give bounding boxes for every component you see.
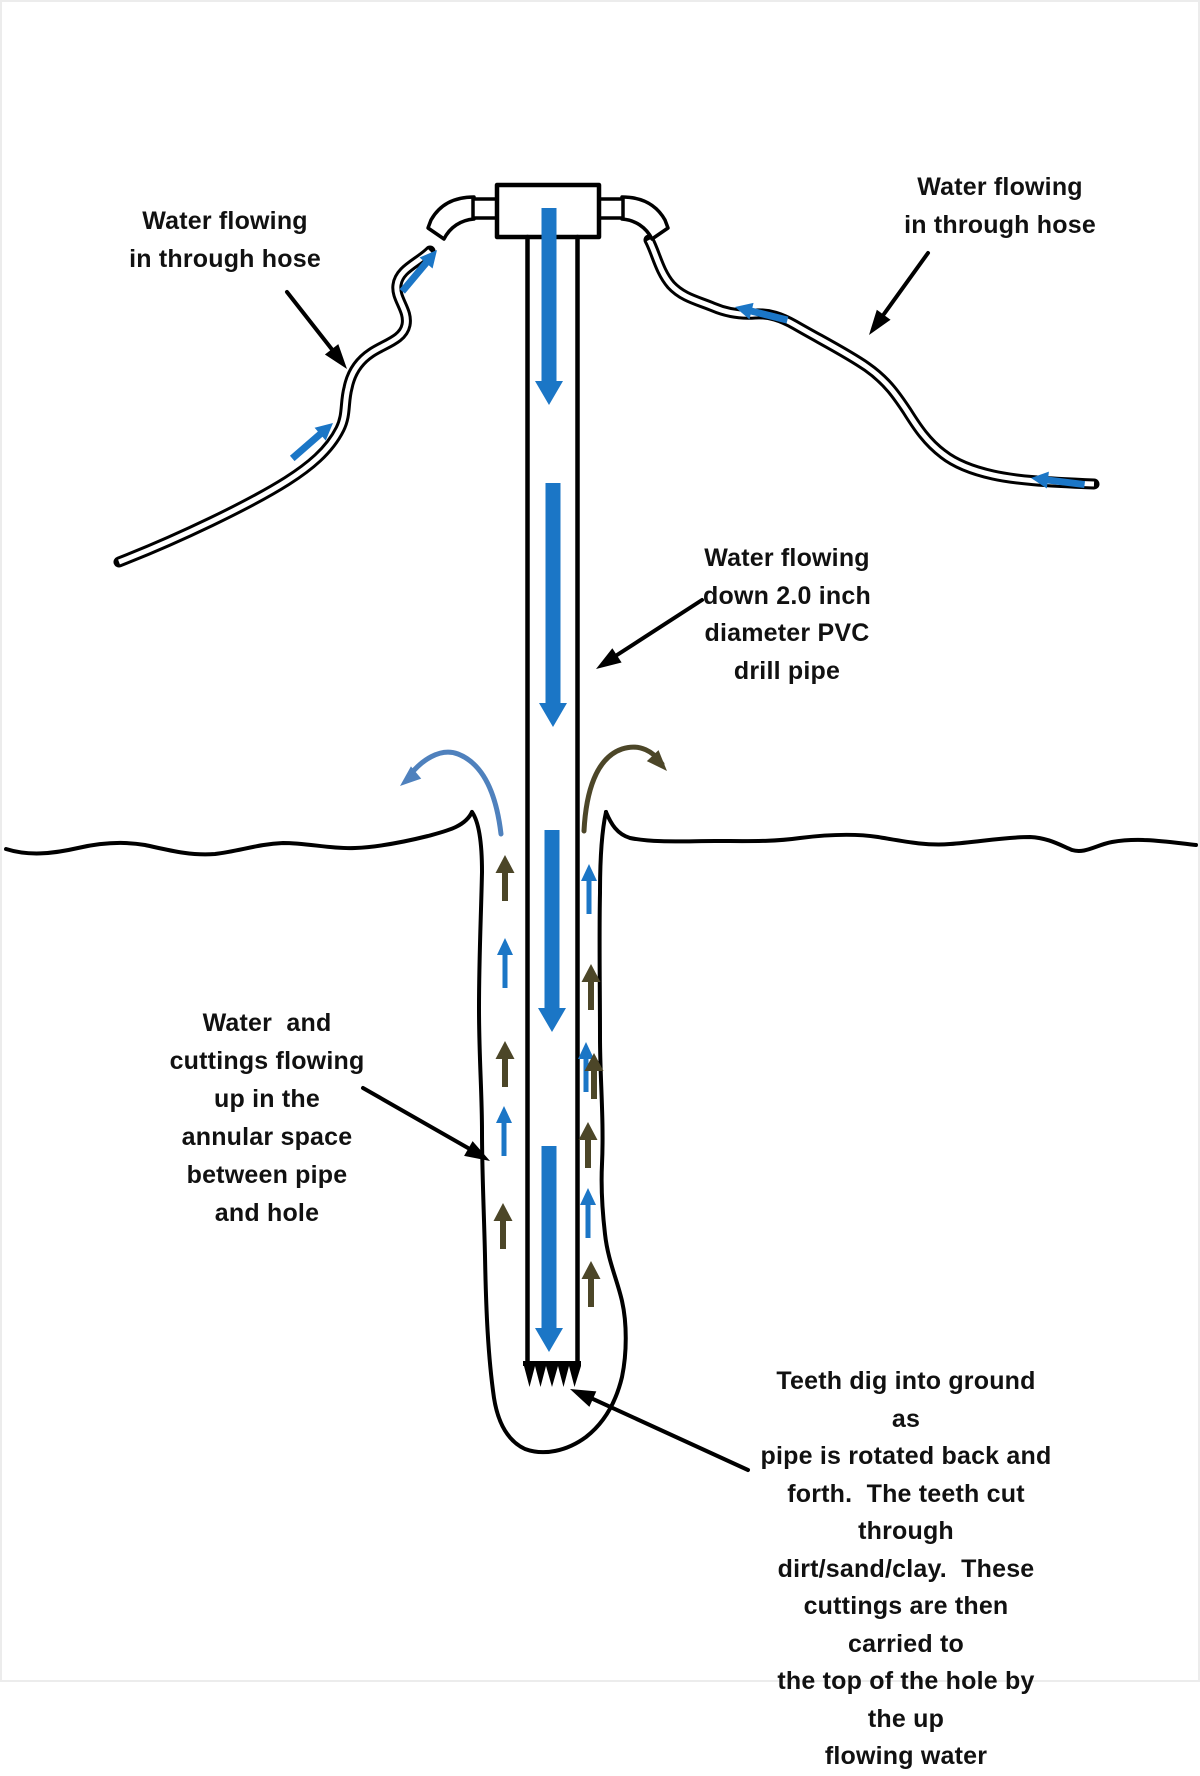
pipe-down-arrow xyxy=(538,830,566,1032)
page-background xyxy=(0,0,1200,1682)
pipe-down-arrow xyxy=(535,1146,563,1352)
ink-lines xyxy=(4,234,1198,1455)
annotation-line-drill-pipe xyxy=(615,598,704,657)
hose-flow-arrow xyxy=(289,423,333,462)
elbow-right xyxy=(620,195,670,241)
cuttings-overflow-arc-head xyxy=(646,750,667,771)
cuttings-overflow-arc xyxy=(581,744,665,834)
hose-flow-arrow xyxy=(1031,471,1086,489)
ground-line-right xyxy=(604,810,1198,853)
hose-left-outer xyxy=(113,245,436,568)
hose-right-label: Water flowing in through hose xyxy=(904,173,1096,239)
water-flow-arrows xyxy=(289,208,1086,1352)
annotation-line-teeth xyxy=(591,1397,750,1472)
annular-space-label: Water and cuttings flowing up in the ann… xyxy=(169,1009,365,1227)
drill-pipe-label: Water flowing down 2.0 inch diameter PVC… xyxy=(703,544,871,685)
annotation-arrowhead-annular xyxy=(464,1141,490,1161)
hose-left-core xyxy=(118,249,432,565)
hose-right-core xyxy=(646,238,1095,487)
cuttings-up-arrow xyxy=(493,1203,513,1249)
water-up-arrow xyxy=(581,864,597,914)
annotation-line-annular xyxy=(361,1086,470,1150)
cuttings-up-arrow xyxy=(581,1261,601,1307)
drill-pipe xyxy=(525,234,580,1366)
elbow-left xyxy=(426,195,476,241)
annotation-arrowhead-hose-right xyxy=(869,309,891,335)
annotation-line-hose-left xyxy=(285,290,336,354)
cuttings-up-arrow xyxy=(495,855,515,901)
water-overflow-arrowhead xyxy=(400,766,422,786)
well-drilling-diagram xyxy=(4,182,1198,1472)
borehole-outline xyxy=(470,810,628,1455)
pipe-down-arrow xyxy=(535,208,563,405)
hose-cores xyxy=(118,238,1095,565)
water-up-arrow xyxy=(578,1042,594,1092)
cuttings-up-arrow xyxy=(584,1053,604,1099)
cuttings-up-arrow xyxy=(578,1122,598,1168)
drill-teeth xyxy=(523,1361,581,1387)
cuttings-up-arrow xyxy=(495,1041,515,1087)
annotation-arrowhead-drill-pipe xyxy=(596,648,622,669)
hose-right-outer xyxy=(643,234,1100,490)
hose-left-label: Water flowing in through hose xyxy=(129,207,321,273)
annotation-line-hose-right xyxy=(882,251,930,316)
water-up-arrow xyxy=(496,1106,512,1156)
annotation-arrowhead-teeth xyxy=(570,1389,597,1407)
water-overflow-arc xyxy=(407,749,504,837)
water-up-arrow xyxy=(580,1188,596,1238)
teeth-label: Teeth dig into ground as pipe is rotated… xyxy=(760,1367,1052,1770)
water-overflow-arc-head xyxy=(400,766,422,786)
water-overflow-arc-path xyxy=(407,749,504,837)
cuttings-overflow-arrowhead xyxy=(646,750,667,771)
cuttings-flow-arrows xyxy=(493,855,604,1307)
cuttings-overflow-arc-path xyxy=(581,744,665,834)
hose-flow-arrow xyxy=(399,250,437,294)
ground-line-left xyxy=(4,810,474,857)
pipe-down-arrow xyxy=(539,483,567,727)
cuttings-up-arrow xyxy=(581,964,601,1010)
hose-flow-arrow xyxy=(735,302,789,324)
annotation-arrow-lines xyxy=(285,251,930,1472)
water-up-arrow xyxy=(497,938,513,988)
